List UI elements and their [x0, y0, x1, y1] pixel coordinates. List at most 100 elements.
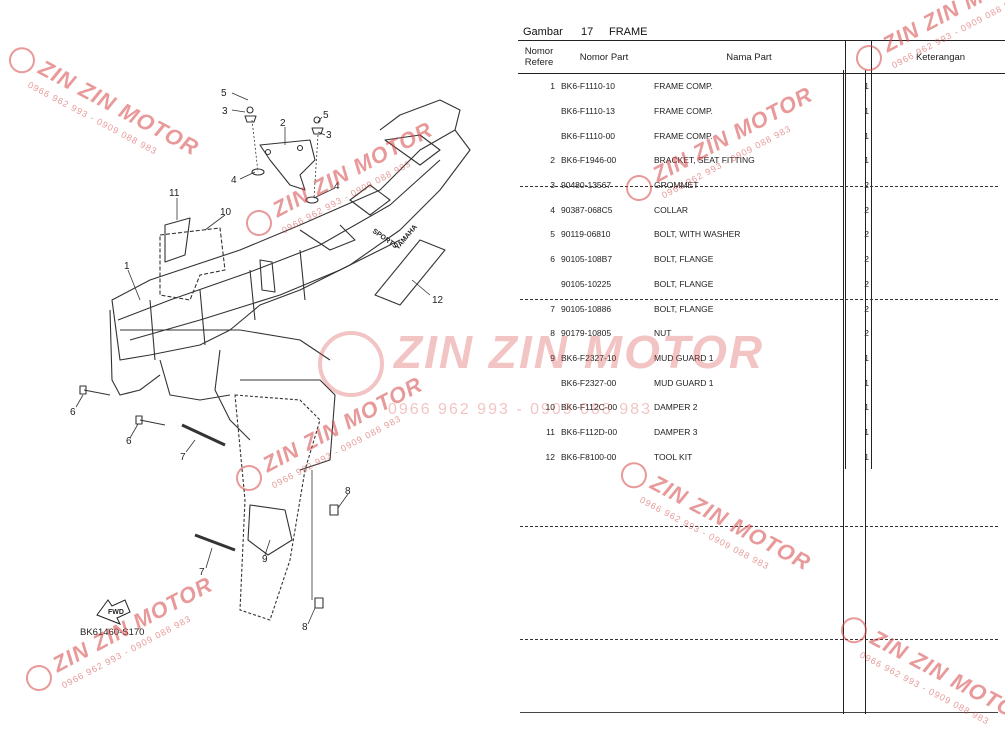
cell-qty: 1: [846, 420, 872, 445]
group-divider: [520, 639, 998, 640]
cell-ref: 1: [518, 74, 559, 99]
cell-part: BK6-F112D-00: [559, 420, 648, 445]
cell-ref: 12: [518, 444, 559, 469]
cell-note: [872, 444, 1005, 469]
cell-part: BK6-F2327-00: [559, 370, 648, 395]
cell-note: [872, 420, 1005, 445]
callout: 8: [302, 622, 308, 633]
cell-ref: 6: [518, 247, 559, 272]
cell-name: FRAME COMP.: [648, 123, 846, 148]
callout: 3: [326, 130, 332, 141]
cell-name: TOOL KIT: [648, 444, 846, 469]
cell-note: [872, 346, 1005, 371]
cell-name: BRACKET, SEAT FITTING: [648, 148, 846, 173]
cell-note: [872, 123, 1005, 148]
fastener-drawings: [80, 107, 338, 608]
callout: 6: [70, 407, 76, 418]
cell-name: DAMPER 3: [648, 420, 846, 445]
cell-qty: 1: [846, 370, 872, 395]
cell-ref: 4: [518, 197, 559, 222]
cell-qty: 1: [846, 444, 872, 469]
cell-note: [872, 74, 1005, 99]
cell-name: BOLT, WITH WASHER: [648, 222, 846, 247]
cell-qty: 2: [846, 272, 872, 297]
header-part: Nomor Part: [559, 41, 648, 74]
cell-part: 90179-10805: [559, 321, 648, 346]
cell-part: BK6-F8100-00: [559, 444, 648, 469]
cell-qty: 2: [846, 222, 872, 247]
cell-name: FRAME COMP.: [648, 74, 846, 99]
frame-exploded-view: YAMAHA SPORTS FWD 5 3 2 5 3 4 4 11 10 1 …: [0, 0, 505, 724]
cell-qty: 1: [846, 346, 872, 371]
callout: 2: [280, 118, 286, 129]
callout: 7: [199, 567, 205, 578]
cell-qty: 1: [846, 99, 872, 124]
cell-note: [872, 272, 1005, 297]
cell-note: [872, 197, 1005, 222]
cell-part: BK6-F2327-10: [559, 346, 648, 371]
callout: 4: [334, 181, 340, 192]
cell-ref: 9: [518, 346, 559, 371]
cell-ref: 8: [518, 321, 559, 346]
decal-text: YAMAHA: [394, 224, 419, 252]
cell-ref: [518, 272, 559, 297]
cell-name: MUD GUARD 1: [648, 370, 846, 395]
cell-note: [872, 395, 1005, 420]
cell-name: DAMPER 2: [648, 395, 846, 420]
cell-qty: 2: [846, 321, 872, 346]
callout: 1: [124, 261, 130, 272]
group-divider: [520, 526, 998, 527]
callout: 5: [221, 88, 227, 99]
callout-numbers: 5 3 2 5 3 4 4 11 10 1 12 6 6 7 8 9 7 8: [70, 88, 444, 633]
cell-part: 90119-06810: [559, 222, 648, 247]
cell-part: BK6-F1110-00: [559, 123, 648, 148]
cell-note: [872, 222, 1005, 247]
damper-drawings: [160, 218, 225, 300]
callout: 8: [345, 486, 351, 497]
parts-diagram: YAMAHA SPORTS FWD 5 3 2 5 3 4 4 11 10 1 …: [0, 0, 505, 724]
cell-ref: 10: [518, 395, 559, 420]
cell-part: BK6-F1110-13: [559, 99, 648, 124]
cell-qty: 1: [846, 148, 872, 173]
callout: 4: [231, 175, 237, 186]
cell-note: [872, 247, 1005, 272]
cell-ref: [518, 99, 559, 124]
cell-ref: 5: [518, 222, 559, 247]
callout: 5: [323, 110, 329, 121]
cell-part: 90105-108B7: [559, 247, 648, 272]
cell-part: 90387-068C5: [559, 197, 648, 222]
cell-name: BOLT, FLANGE: [648, 272, 846, 297]
cell-name: FRAME COMP.: [648, 99, 846, 124]
title-number: 17: [581, 26, 609, 38]
cell-note: [872, 370, 1005, 395]
title-label: Gambar: [523, 26, 581, 38]
cell-ref: 11: [518, 420, 559, 445]
diagram-code: BK61460-S170: [80, 627, 144, 638]
cell-ref: [518, 123, 559, 148]
cell-part: BK6-F1110-10: [559, 74, 648, 99]
cell-qty: 1: [846, 123, 872, 148]
callout: 6: [126, 436, 132, 447]
cell-name: COLLAR: [648, 197, 846, 222]
cell-name: MUD GUARD 1: [648, 346, 846, 371]
header-note: Keterangan: [872, 41, 1005, 74]
cell-note: [872, 99, 1005, 124]
cell-part: BK6-F112C-00: [559, 395, 648, 420]
cell-note: [872, 321, 1005, 346]
